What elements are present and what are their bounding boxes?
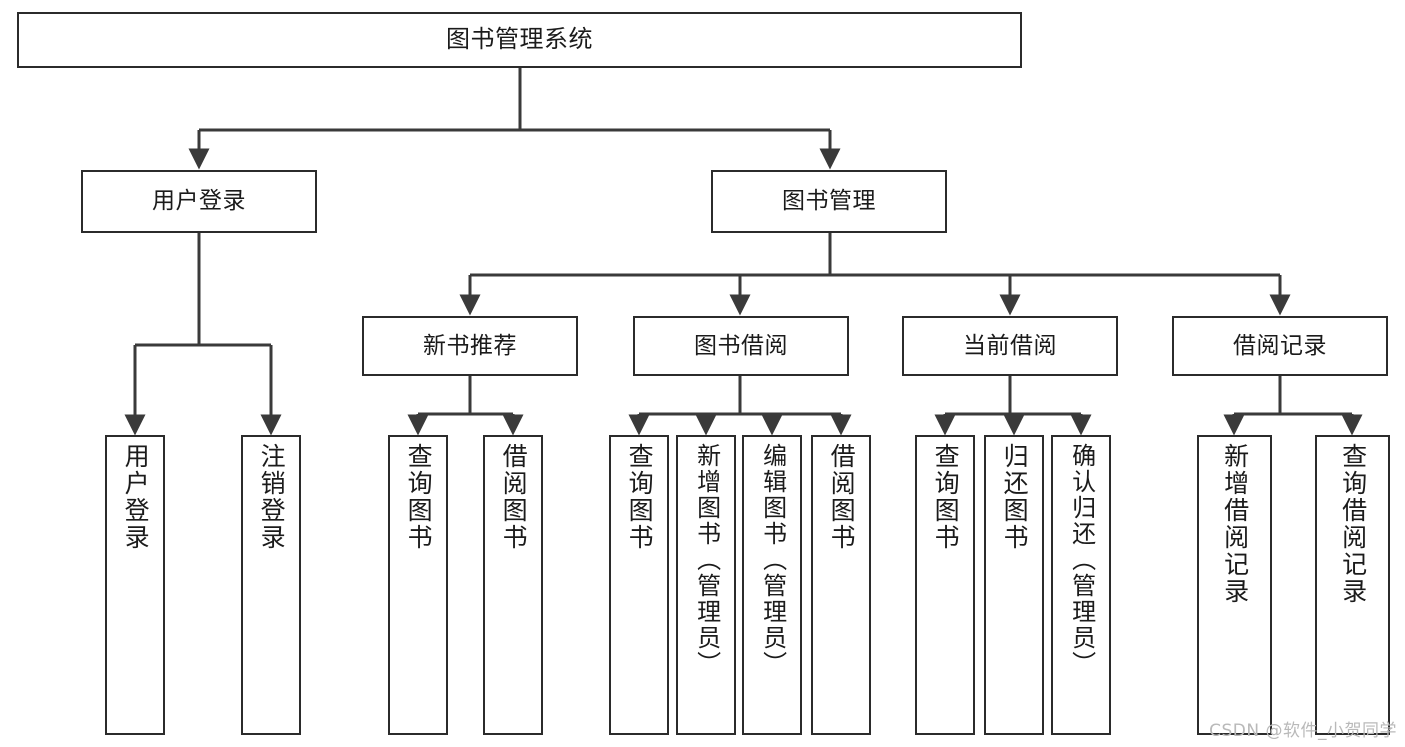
- node-label: 归还图书: [1000, 443, 1030, 551]
- node-book-borrow[interactable]: 图书借阅: [633, 316, 849, 376]
- node-root-system[interactable]: 图书管理系统: [17, 12, 1022, 68]
- node-label: 新增借阅记录: [1220, 443, 1250, 605]
- node-label: 借阅图书: [499, 443, 529, 551]
- node-current-borrow[interactable]: 当前借阅: [902, 316, 1118, 376]
- watermark-text: CSDN @软件_小贺同学: [1209, 721, 1397, 741]
- node-label: 注销登录: [257, 443, 287, 551]
- node-leaf-query-borrow-record[interactable]: 查询借阅记录: [1315, 435, 1390, 735]
- node-leaf-edit-book-admin[interactable]: 编辑图书（管理员）: [742, 435, 802, 735]
- node-new-book-recommend[interactable]: 新书推荐: [362, 316, 578, 376]
- node-label: 编辑图书（管理员）: [758, 443, 787, 677]
- node-label: 查询借阅记录: [1338, 443, 1368, 605]
- node-leaf-add-book-admin[interactable]: 新增图书（管理员）: [676, 435, 736, 735]
- node-borrow-record[interactable]: 借阅记录: [1172, 316, 1388, 376]
- node-label: 当前借阅: [963, 332, 1057, 359]
- node-label: 图书借阅: [694, 332, 788, 359]
- node-leaf-borrow-book[interactable]: 借阅图书: [811, 435, 871, 735]
- node-leaf-add-borrow-record[interactable]: 新增借阅记录: [1197, 435, 1272, 735]
- node-label: 查询图书: [404, 443, 434, 551]
- node-label: 确认归还（管理员）: [1067, 443, 1096, 677]
- node-label: 借阅图书: [827, 443, 857, 551]
- node-book-management[interactable]: 图书管理: [711, 170, 947, 233]
- node-label: 新书推荐: [423, 332, 517, 359]
- node-leaf-query-book-recommend[interactable]: 查询图书: [388, 435, 448, 735]
- node-leaf-logout[interactable]: 注销登录: [241, 435, 301, 735]
- node-leaf-query-book-current[interactable]: 查询图书: [915, 435, 975, 735]
- node-leaf-user-login[interactable]: 用户登录: [105, 435, 165, 735]
- node-leaf-borrow-book-recommend[interactable]: 借阅图书: [483, 435, 543, 735]
- node-leaf-query-book-borrow[interactable]: 查询图书: [609, 435, 669, 735]
- node-label: 借阅记录: [1233, 332, 1327, 359]
- node-label: 用户登录: [121, 443, 151, 551]
- node-user-login[interactable]: 用户登录: [81, 170, 317, 233]
- node-label: 图书管理系统: [446, 25, 593, 54]
- node-label: 图书管理: [782, 188, 876, 215]
- node-label: 用户登录: [152, 188, 246, 215]
- node-label: 查询图书: [931, 443, 961, 551]
- node-label: 新增图书（管理员）: [692, 443, 721, 677]
- node-leaf-confirm-return-admin[interactable]: 确认归还（管理员）: [1051, 435, 1111, 735]
- node-label: 查询图书: [625, 443, 655, 551]
- node-leaf-return-book[interactable]: 归还图书: [984, 435, 1044, 735]
